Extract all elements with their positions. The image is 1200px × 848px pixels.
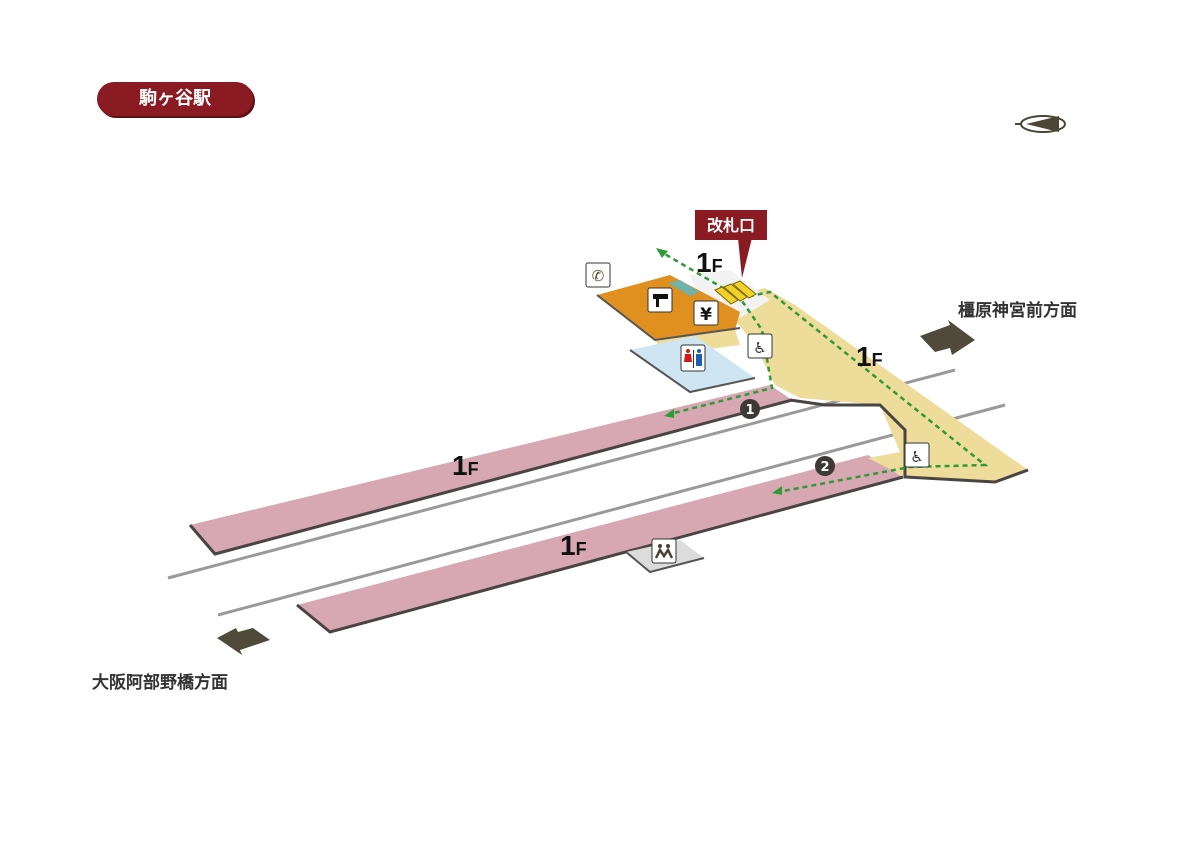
floor-label-concourse-right: 1F <box>856 341 883 372</box>
svg-text:♿: ♿ <box>910 448 923 466</box>
wheelchair-ramp-icon: ♿ <box>904 442 930 468</box>
gate-label-pointer <box>738 238 752 278</box>
route-arrow-2 <box>772 486 782 495</box>
route-arrow-1 <box>664 409 674 418</box>
floor-label-platform-2: 1F <box>560 530 587 561</box>
route-1 <box>657 248 989 494</box>
platform-number-2: 2 <box>815 456 835 476</box>
floor-label-platform-1: 1F <box>452 450 479 481</box>
svg-text:¥: ¥ <box>700 305 712 325</box>
compass-icon <box>1015 115 1066 133</box>
platform-1 <box>188 385 793 556</box>
arrow-south-icon <box>217 628 270 655</box>
svg-text:✆: ✆ <box>592 267 605 285</box>
phone-icon: ✆ <box>585 262 611 288</box>
platform-number-1: 1 <box>740 399 760 419</box>
track-2 <box>217 403 1006 617</box>
gate-label-bg <box>695 210 767 240</box>
direction-north-label: 橿原神宮前方面 <box>958 301 1077 321</box>
wheelchair-ramp-icon: ♿ <box>747 333 773 359</box>
waiting-room-icon <box>651 538 677 564</box>
svg-text:2: 2 <box>820 460 829 475</box>
gate-label: 改札口 <box>707 216 755 235</box>
arrow-north-icon <box>920 320 975 355</box>
station-name-badge: 駒ヶ谷駅 <box>97 82 253 116</box>
floor-label-concourse-top: 1F <box>696 247 723 278</box>
route-arrow-up <box>656 248 668 258</box>
restroom-icon <box>680 344 706 372</box>
svg-text:♿: ♿ <box>753 339 766 357</box>
platform-2 <box>296 455 904 634</box>
ticket-gates <box>714 280 757 305</box>
yen-icon: ¥ <box>693 300 719 326</box>
direction-south-label: 大阪阿部野橋方面 <box>92 673 228 693</box>
svg-text:1: 1 <box>745 403 754 418</box>
ticket-machine-icon <box>647 287 673 313</box>
